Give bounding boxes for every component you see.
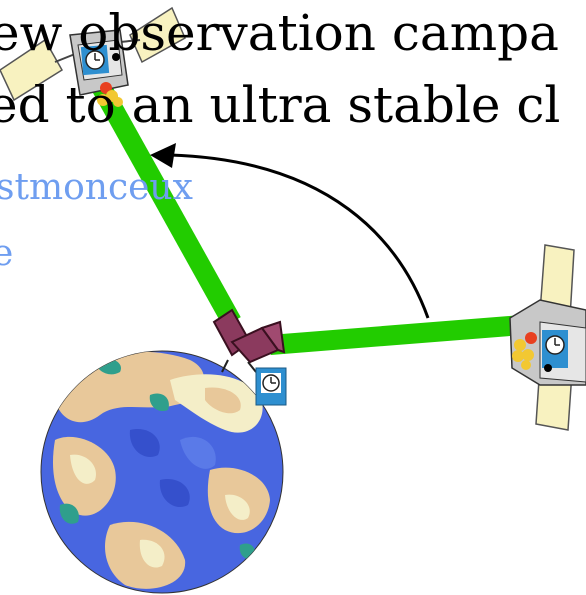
telescope-icon [212,308,286,373]
station-label: stmonceux [0,167,193,208]
title-line-1: ew observation campa [0,4,559,62]
curved-arrow-icon [150,143,430,319]
satellite-left [0,6,186,107]
laser-beam-upper [91,80,241,327]
satellite-right [509,244,586,431]
laser-beam-right [269,315,523,355]
clock-icon [255,367,287,406]
title-line-2: ed to an ultra stable cl [0,76,561,134]
earth-icon [40,350,284,594]
secondary-label: e [0,233,14,274]
